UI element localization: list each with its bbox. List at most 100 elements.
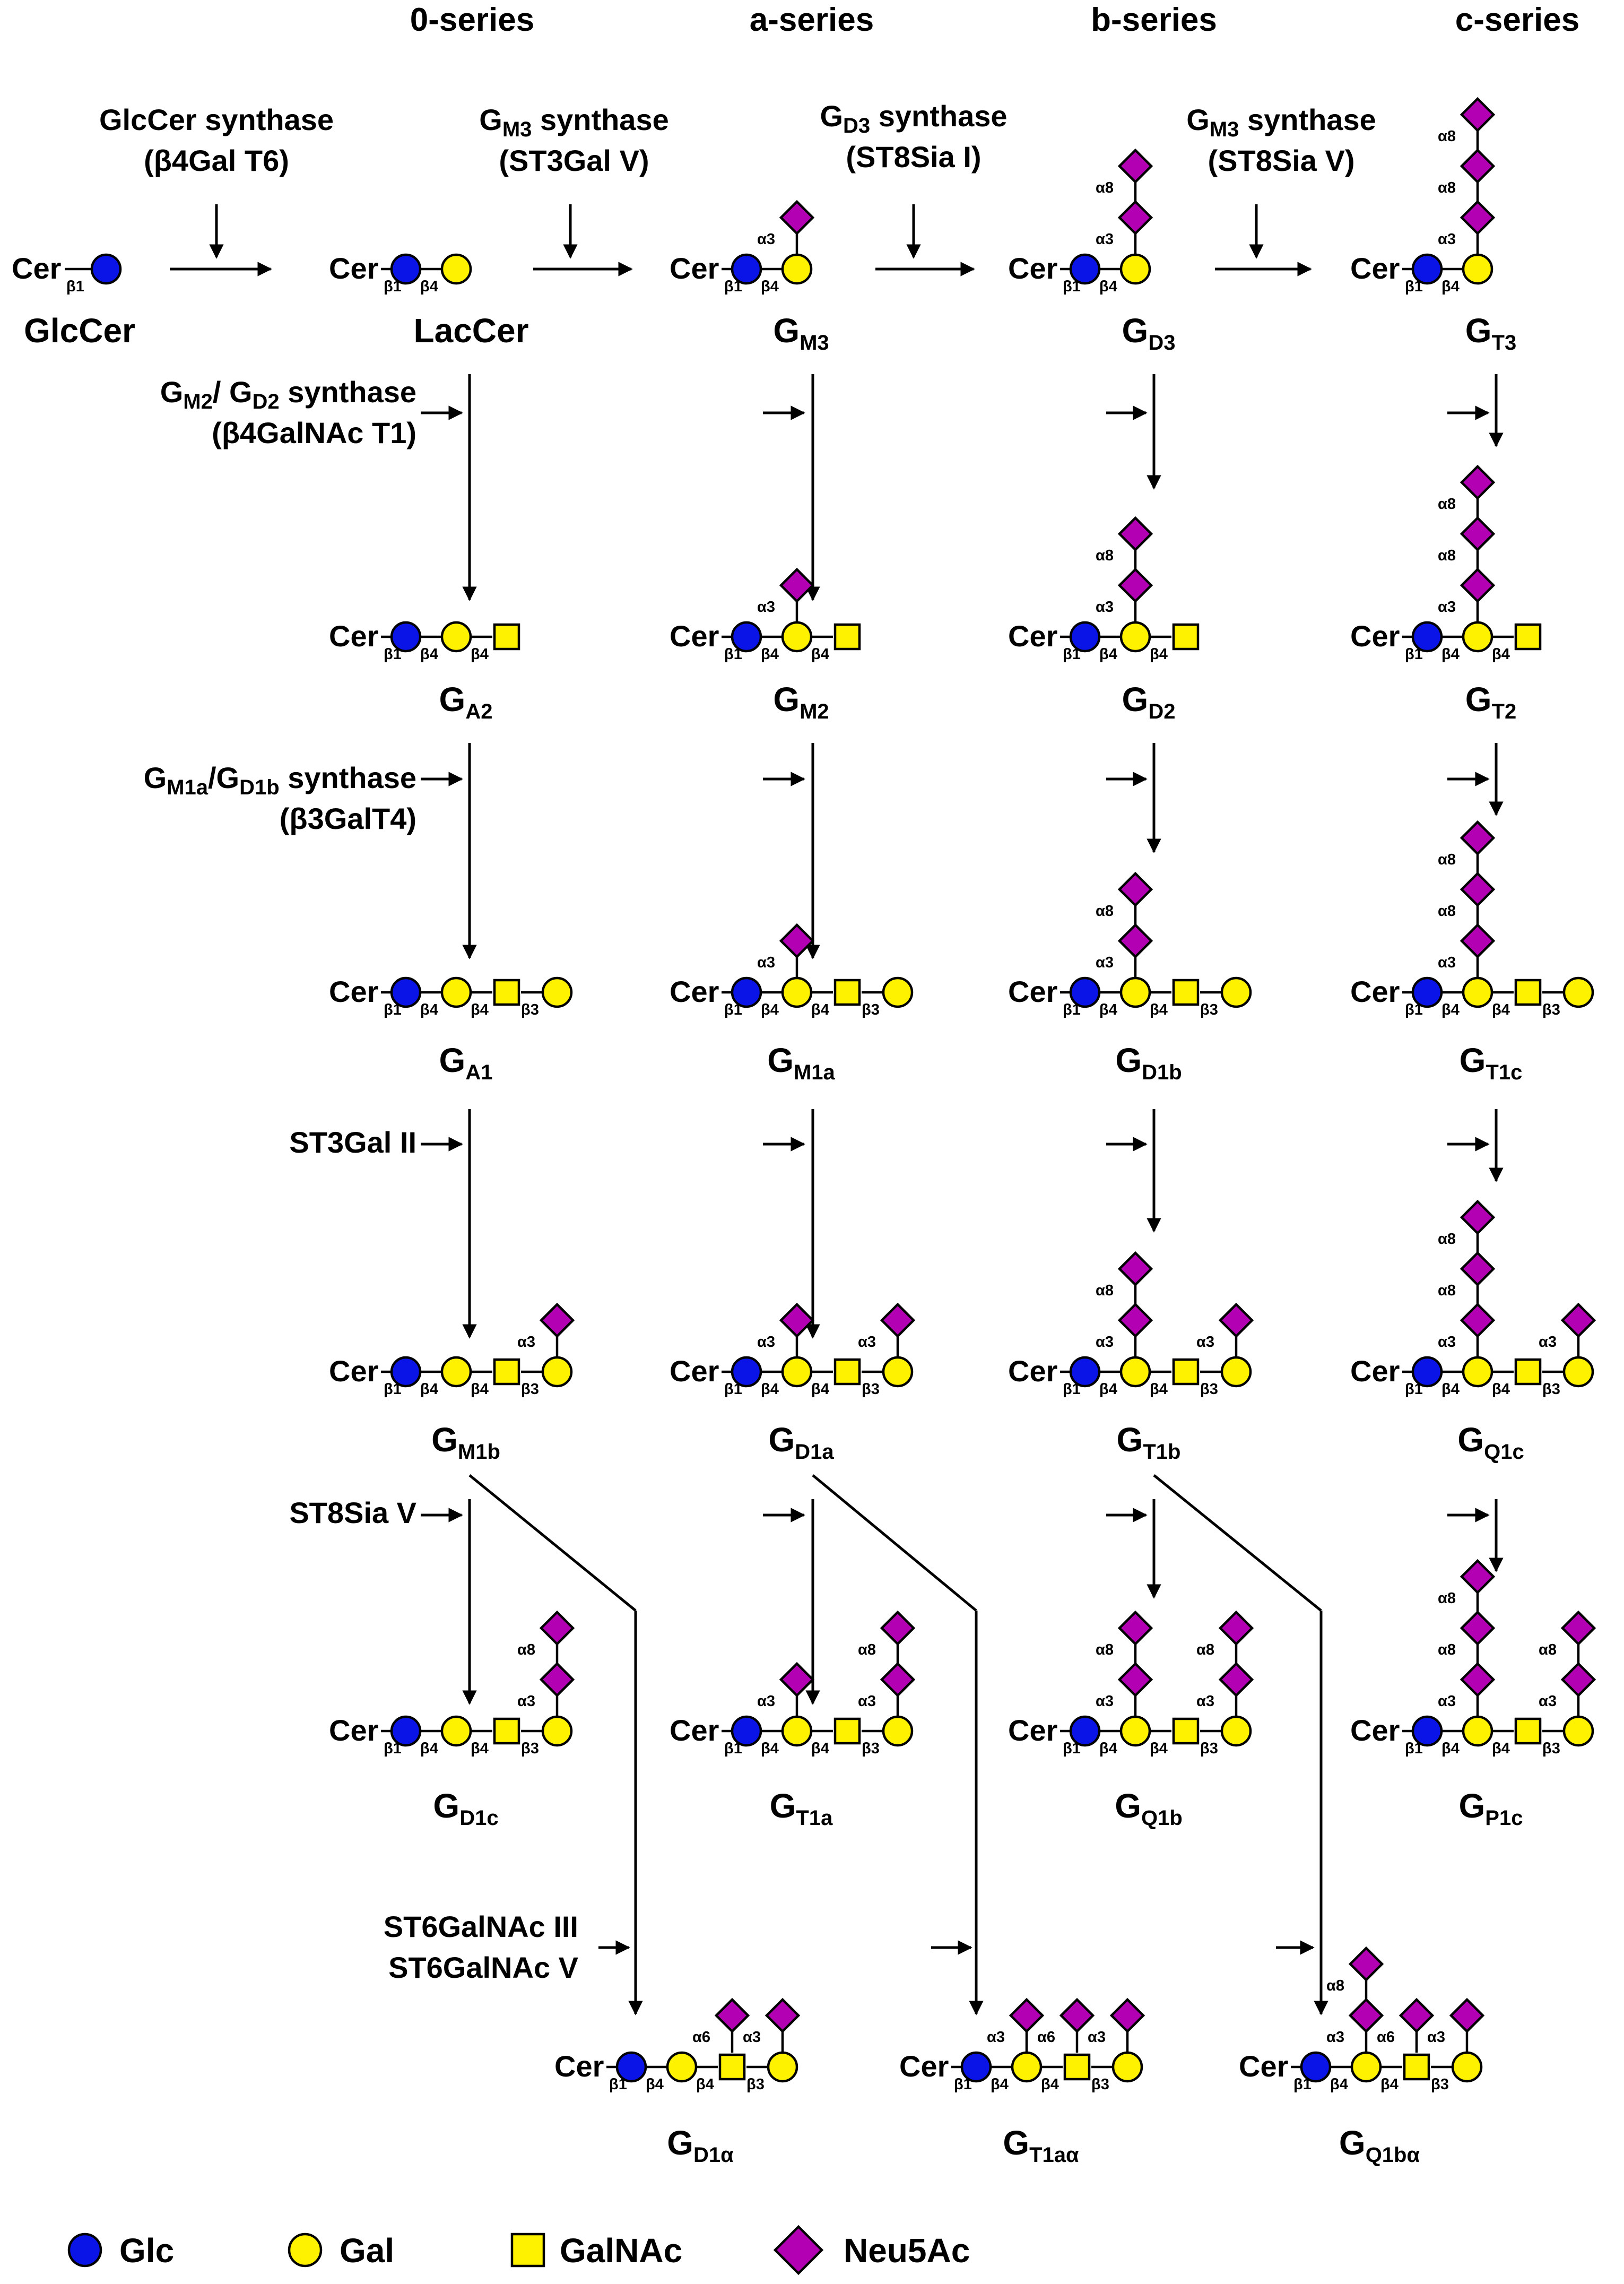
ceramide-label: Cer xyxy=(670,1354,719,1388)
glc-circle-icon xyxy=(1411,621,1443,653)
neu5ac-diamond-icon xyxy=(1218,1302,1254,1338)
galnac-square-icon xyxy=(1172,979,1200,1006)
neu5ac-diamond-icon xyxy=(765,1997,801,2034)
gal-circle-icon xyxy=(1119,253,1151,285)
neu5ac-diamond-icon xyxy=(1399,1997,1435,2034)
neu5ac-diamond-icon xyxy=(880,1662,916,1698)
linkage-label: β4 xyxy=(1492,646,1510,663)
linkage-label: α6 xyxy=(692,2029,710,2046)
compound-gt1c: GT1c xyxy=(1460,1041,1523,1084)
galnac-square-icon xyxy=(1172,623,1200,651)
glc-circle-icon xyxy=(960,2051,992,2083)
neu5ac-diamond-icon xyxy=(1560,1662,1596,1698)
gal-circle-icon xyxy=(1220,976,1252,1008)
gal-circle-icon xyxy=(1111,2051,1143,2083)
linkage-label: α3 xyxy=(517,1693,535,1710)
reaction-line xyxy=(1153,1474,1322,1612)
linkage-label: β3 xyxy=(1542,1381,1560,1398)
linkage-label: α3 xyxy=(1088,2029,1106,2046)
gal-circle-icon xyxy=(767,2051,798,2083)
galnac-square-icon xyxy=(833,1358,861,1386)
enzyme-st3gal2: ST3Gal II xyxy=(289,1126,416,1159)
neu5ac-diamond-icon xyxy=(779,1302,815,1338)
neu5ac-diamond-icon xyxy=(1460,516,1496,552)
svg-text:GM3 synthase: GM3 synthase xyxy=(479,103,668,141)
gal-circle-icon xyxy=(781,1356,813,1388)
gal-circle-icon xyxy=(440,1356,472,1388)
linkage-label: β3 xyxy=(521,1381,539,1398)
linkage-label: β4 xyxy=(811,1381,829,1398)
gal-circle-icon xyxy=(1462,621,1493,653)
gal-circle-icon xyxy=(1451,2051,1483,2083)
glc-circle-icon xyxy=(390,976,422,1008)
gal-circle-icon xyxy=(1562,1715,1594,1747)
neu5ac-diamond-icon xyxy=(1560,1302,1596,1338)
gal-circle-icon xyxy=(1350,2051,1382,2083)
galnac-square-icon xyxy=(493,623,520,651)
gal-circle-icon xyxy=(781,1715,813,1747)
linkage-label: α8 xyxy=(858,1641,876,1658)
neu5ac-diamond-icon xyxy=(1449,1997,1485,2034)
galnac-square-icon xyxy=(1063,2053,1091,2081)
linkage-label: β4 xyxy=(471,1740,489,1757)
linkage-label: β4 xyxy=(761,1001,779,1018)
compound-gd2: GD2 xyxy=(1122,680,1176,723)
glc-circle-icon xyxy=(1069,976,1101,1008)
linkage-label: β3 xyxy=(862,1001,880,1018)
linkage-label: β4 xyxy=(1099,1740,1117,1757)
neu5ac-diamond-icon xyxy=(1117,516,1153,552)
linkage-label: β3 xyxy=(746,2076,765,2093)
linkage-label: α3 xyxy=(757,1693,775,1710)
glc-circle-icon xyxy=(731,976,762,1008)
neu5ac-diamond-icon xyxy=(714,1997,750,2034)
gal-circle-icon xyxy=(541,1356,573,1388)
linkage-label: α3 xyxy=(1096,1693,1114,1710)
linkage-label: α3 xyxy=(757,954,775,971)
linkage-label: α3 xyxy=(1096,1334,1114,1351)
compound-gq1balpha: GQ1bα xyxy=(1339,2124,1420,2167)
glc-circle-icon xyxy=(731,253,762,285)
gal-circle-icon xyxy=(1562,1356,1594,1388)
compound-gm1a: GM1a xyxy=(767,1041,835,1084)
neu5ac-diamond-icon xyxy=(779,923,815,959)
neu5ac-diamond-icon xyxy=(1460,200,1496,236)
linkage-label: α8 xyxy=(1096,903,1114,920)
compound-laccer: LacCer xyxy=(414,312,529,350)
linkage-label: β4 xyxy=(761,646,779,663)
linkage-label: α8 xyxy=(1438,547,1456,564)
linkage-label: β4 xyxy=(646,2076,664,2093)
linkage-label: α3 xyxy=(858,1693,876,1710)
neu5ac-diamond-icon xyxy=(1059,1997,1095,2034)
gal-circle-icon xyxy=(541,976,573,1008)
gal-circle-icon xyxy=(882,1356,914,1388)
legend-glc-label: Glc xyxy=(119,2231,174,2270)
galnac-square-icon xyxy=(1514,979,1542,1006)
glc-circle-icon xyxy=(390,1715,422,1747)
reaction-line xyxy=(812,1474,977,1612)
linkage-label: α8 xyxy=(1438,1282,1456,1299)
linkage-label: β4 xyxy=(1099,1001,1117,1018)
linkage-label: α8 xyxy=(1196,1641,1214,1658)
compound-gd3: GD3 xyxy=(1122,312,1176,354)
svg-text:GM2/ GD2 synthase: GM2/ GD2 synthase xyxy=(160,375,416,413)
linkage-label: α8 xyxy=(1438,128,1456,145)
linkage-label: α8 xyxy=(1438,903,1456,920)
ceramide-label: Cer xyxy=(329,1714,378,1747)
glc-circle-icon xyxy=(731,1356,762,1388)
compound-ga2: GA2 xyxy=(439,680,493,723)
gal-circle-icon xyxy=(440,1715,472,1747)
compound-gt1b: GT1b xyxy=(1117,1421,1181,1464)
galnac-square-icon xyxy=(493,1717,520,1745)
neu5ac-diamond-icon xyxy=(1117,923,1153,959)
